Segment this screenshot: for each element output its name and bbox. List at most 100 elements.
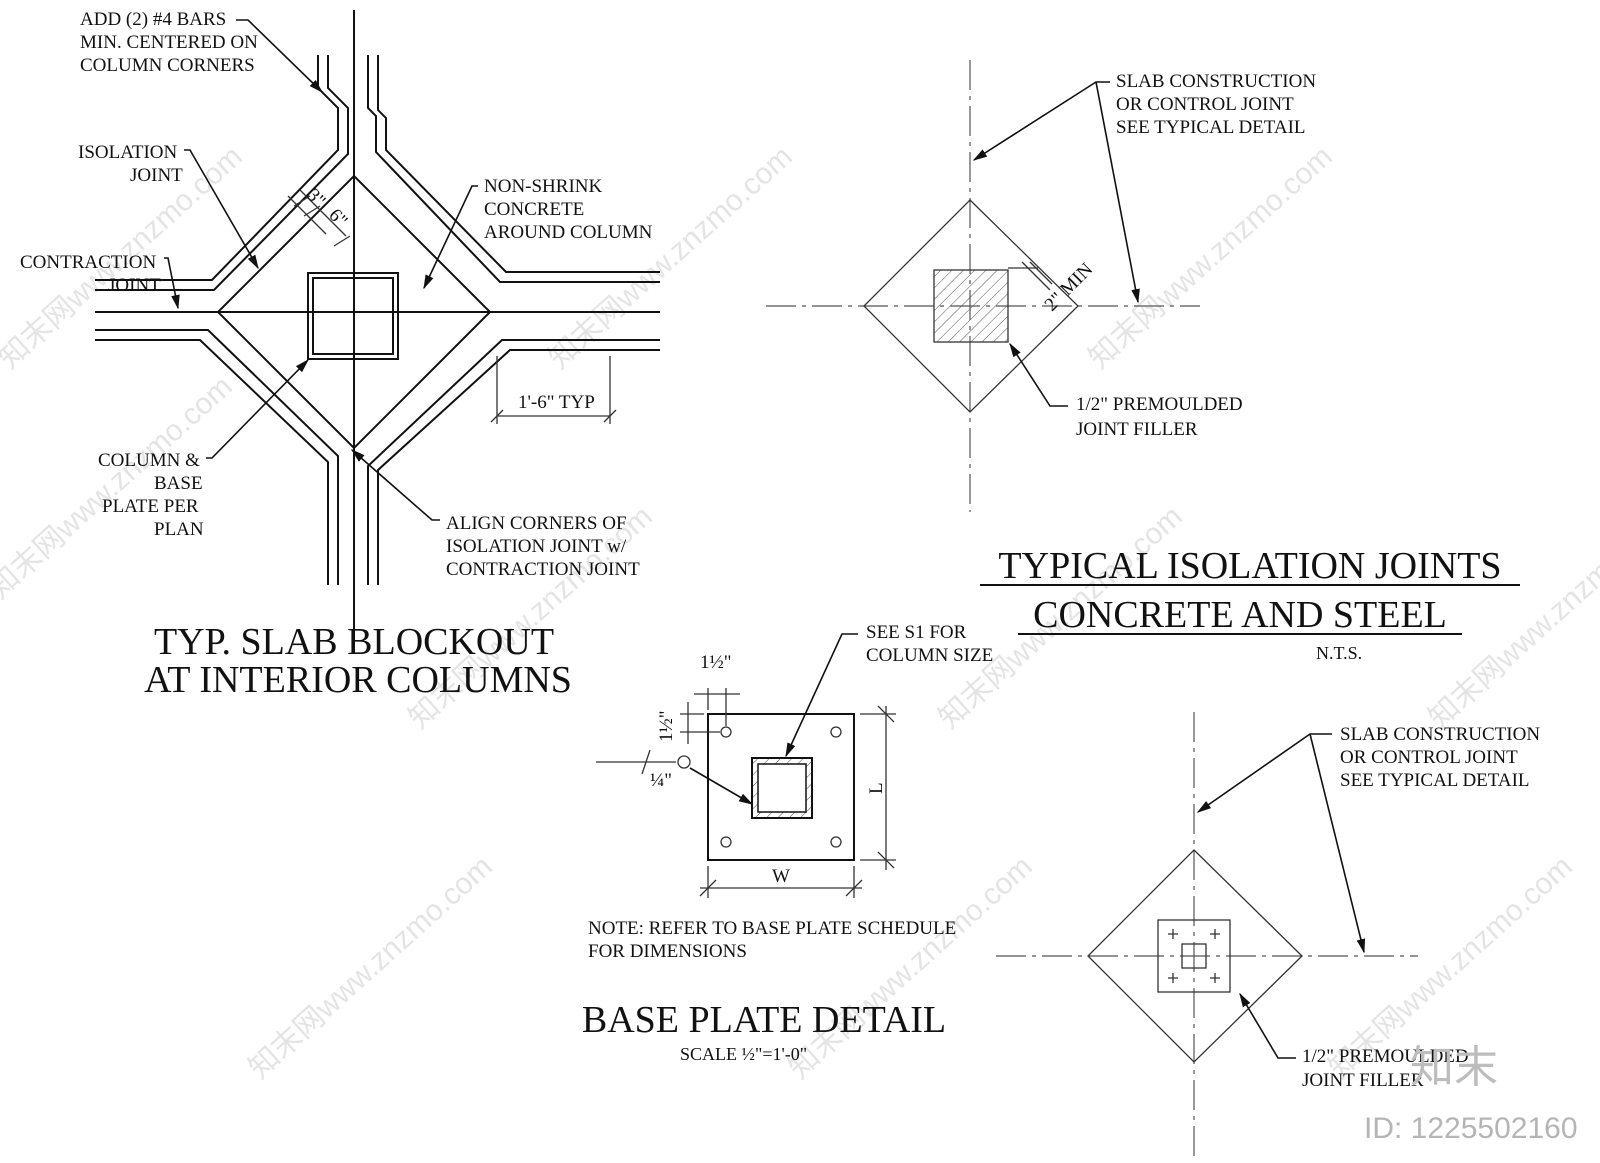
contraction-label-line2: JOINT (108, 275, 161, 296)
watermark-text: 知末网www.znzmo.com (0, 370, 239, 605)
align-label-line1: ALIGN CORNERS OF (446, 513, 627, 534)
contraction-joint-line (377, 349, 660, 585)
isolation-joint-detail: 2" MIN SLAB CONSTRUCTION OR CONTROL JOIN… (766, 60, 1540, 1160)
isolation-joint-diamond (216, 174, 492, 450)
anchor-bolts (1168, 929, 1220, 983)
watermark-text: 知末网www.znzmo.com (783, 850, 1039, 1085)
contraction-joint-line (377, 55, 660, 273)
isolation-label-line1: ISOLATION (78, 142, 177, 163)
watermark-text: 知末网www.znzmo.com (1423, 500, 1600, 735)
baseplate-title: BASE PLATE DETAIL (582, 999, 946, 1041)
base-plate-outline (707, 713, 855, 861)
column-hatch (933, 269, 1009, 343)
dimension-tick (333, 235, 351, 247)
blockout-title-line2: AT INTERIOR COLUMNS (144, 659, 572, 701)
bars-label-line1: ADD (2) #4 BARS (80, 9, 226, 30)
isolation-title-line1: TYPICAL ISOLATION JOINTS (998, 545, 1501, 587)
column-label-line1: COLUMN & (98, 450, 200, 471)
dimension-tick (303, 205, 321, 217)
isolation-diamond (863, 199, 1079, 413)
filler-bottom-leader (1239, 992, 1296, 1059)
dimension-tick (877, 705, 895, 723)
dimension-3-label: 3" (302, 185, 329, 212)
bolt-hole (830, 836, 842, 848)
column-label-line3: PLATE PER (102, 496, 199, 517)
dim-quarter-label: ¼" (650, 770, 672, 791)
slab-bottom-leader (1196, 733, 1332, 813)
column-label-line2: BASE (154, 473, 203, 494)
contraction-joint-line (95, 329, 339, 585)
filler-bottom-label-line2: JOINT FILLER (1302, 1070, 1424, 1091)
isolation-label-line2: JOINT (130, 165, 183, 186)
watermark-text: 知末网www.znzmo.com (243, 850, 499, 1085)
contraction-joint-line (95, 55, 349, 291)
bars-label-line2: MIN. CENTERED ON (80, 32, 258, 53)
watermark-text: 知末网www.znzmo.com (1083, 140, 1339, 375)
slab-top-label-line2: OR CONTROL JOINT (1116, 94, 1294, 115)
dimension-tick (641, 749, 651, 775)
column-plate (307, 272, 399, 360)
base-plate (1157, 919, 1231, 993)
bolt-hole (830, 726, 842, 738)
dim-W-label: W (772, 866, 790, 887)
column (1181, 943, 1207, 969)
isolation-title-line2: CONCRETE AND STEEL (1033, 594, 1447, 636)
note-line2: FOR DIMENSIONS (588, 941, 747, 962)
dimension-line (287, 195, 327, 235)
contraction-leader (164, 257, 180, 310)
column-label-line4: PLAN (154, 519, 204, 540)
see-s1-leader (785, 633, 858, 758)
dimension-min-label: 2" MIN (1041, 259, 1098, 316)
blockout-title-line1: TYP. SLAB BLOCKOUT (154, 621, 554, 663)
isolation-diamond (1087, 849, 1303, 1063)
slab-top-leader (1095, 81, 1140, 304)
dim-top-label: 1½" (700, 652, 732, 673)
contraction-joint-line (367, 55, 660, 283)
filler-bottom-label-line1: 1/2" PREMOULDED (1302, 1046, 1469, 1067)
dimension-line (1029, 261, 1053, 285)
nonshrink-label-line2: CONCRETE (484, 199, 584, 220)
dim-left-label: 1½" (656, 710, 677, 742)
column-leader (206, 358, 310, 459)
contraction-joint-line (367, 339, 660, 585)
bars-label-line3: COLUMN CORNERS (80, 55, 255, 76)
slab-bottom-label-line2: OR CONTROL JOINT (1340, 747, 1518, 768)
dimension-tick (845, 879, 863, 897)
see-s1-label-line2: COLUMN SIZE (866, 645, 993, 666)
slab-top-label-line1: SLAB CONSTRUCTION (1116, 71, 1316, 92)
dimension-line (1021, 261, 1051, 291)
slab-top-label-line3: SEE TYPICAL DETAIL (1116, 117, 1306, 138)
contraction-joint-line (95, 339, 329, 585)
dimension-tick (699, 879, 717, 897)
dimension-6-label: 6" (324, 205, 351, 232)
nonshrink-label-line1: NON-SHRINK (484, 176, 603, 197)
dimension-tick (293, 195, 311, 207)
filler-top-leader (1009, 342, 1068, 407)
base-plate-detail: 1½" 1½" ¼" L W SEE S1 FOR COLUMN SIZE NO… (582, 622, 993, 1064)
nonshrink-label-line3: AROUND COLUMN (484, 222, 653, 243)
nonshrink-leader (423, 185, 478, 290)
isolation-scale: N.T.S. (1316, 643, 1362, 663)
bolt-hole (720, 726, 732, 738)
note-line1: NOTE: REFER TO BASE PLATE SCHEDULE (588, 918, 956, 939)
bolt-hole (720, 836, 732, 848)
see-s1-label-line1: SEE S1 FOR (866, 622, 967, 643)
align-label-line2: ISOLATION JOINT w/ (446, 536, 627, 557)
dimension-tick (603, 409, 617, 423)
column-plate-inner (312, 277, 394, 355)
align-leader (350, 449, 440, 521)
bolt-hole-callout (677, 755, 691, 769)
dimension-typ-label: 1'-6" TYP (518, 392, 595, 413)
slab-bottom-label-line3: SEE TYPICAL DETAIL (1340, 770, 1530, 791)
slab-blockout-detail: 3" 6" 1'-6" TYP ADD (2) #4 BARS MIN. CEN… (20, 9, 660, 701)
slab-top-leader (972, 81, 1110, 161)
align-label-line3: CONTRACTION JOINT (446, 559, 640, 580)
filler-top-label-line2: JOINT FILLER (1076, 419, 1198, 440)
contraction-label-line1: CONTRACTION (20, 252, 156, 273)
watermark-logo: 知末 (1410, 1042, 1498, 1093)
watermark-id: ID: 1225502160 (1364, 1112, 1578, 1145)
filler-top-label-line1: 1/2" PREMOULDED (1076, 394, 1243, 415)
bars-leader (236, 19, 324, 94)
isolation-leader (184, 149, 259, 270)
